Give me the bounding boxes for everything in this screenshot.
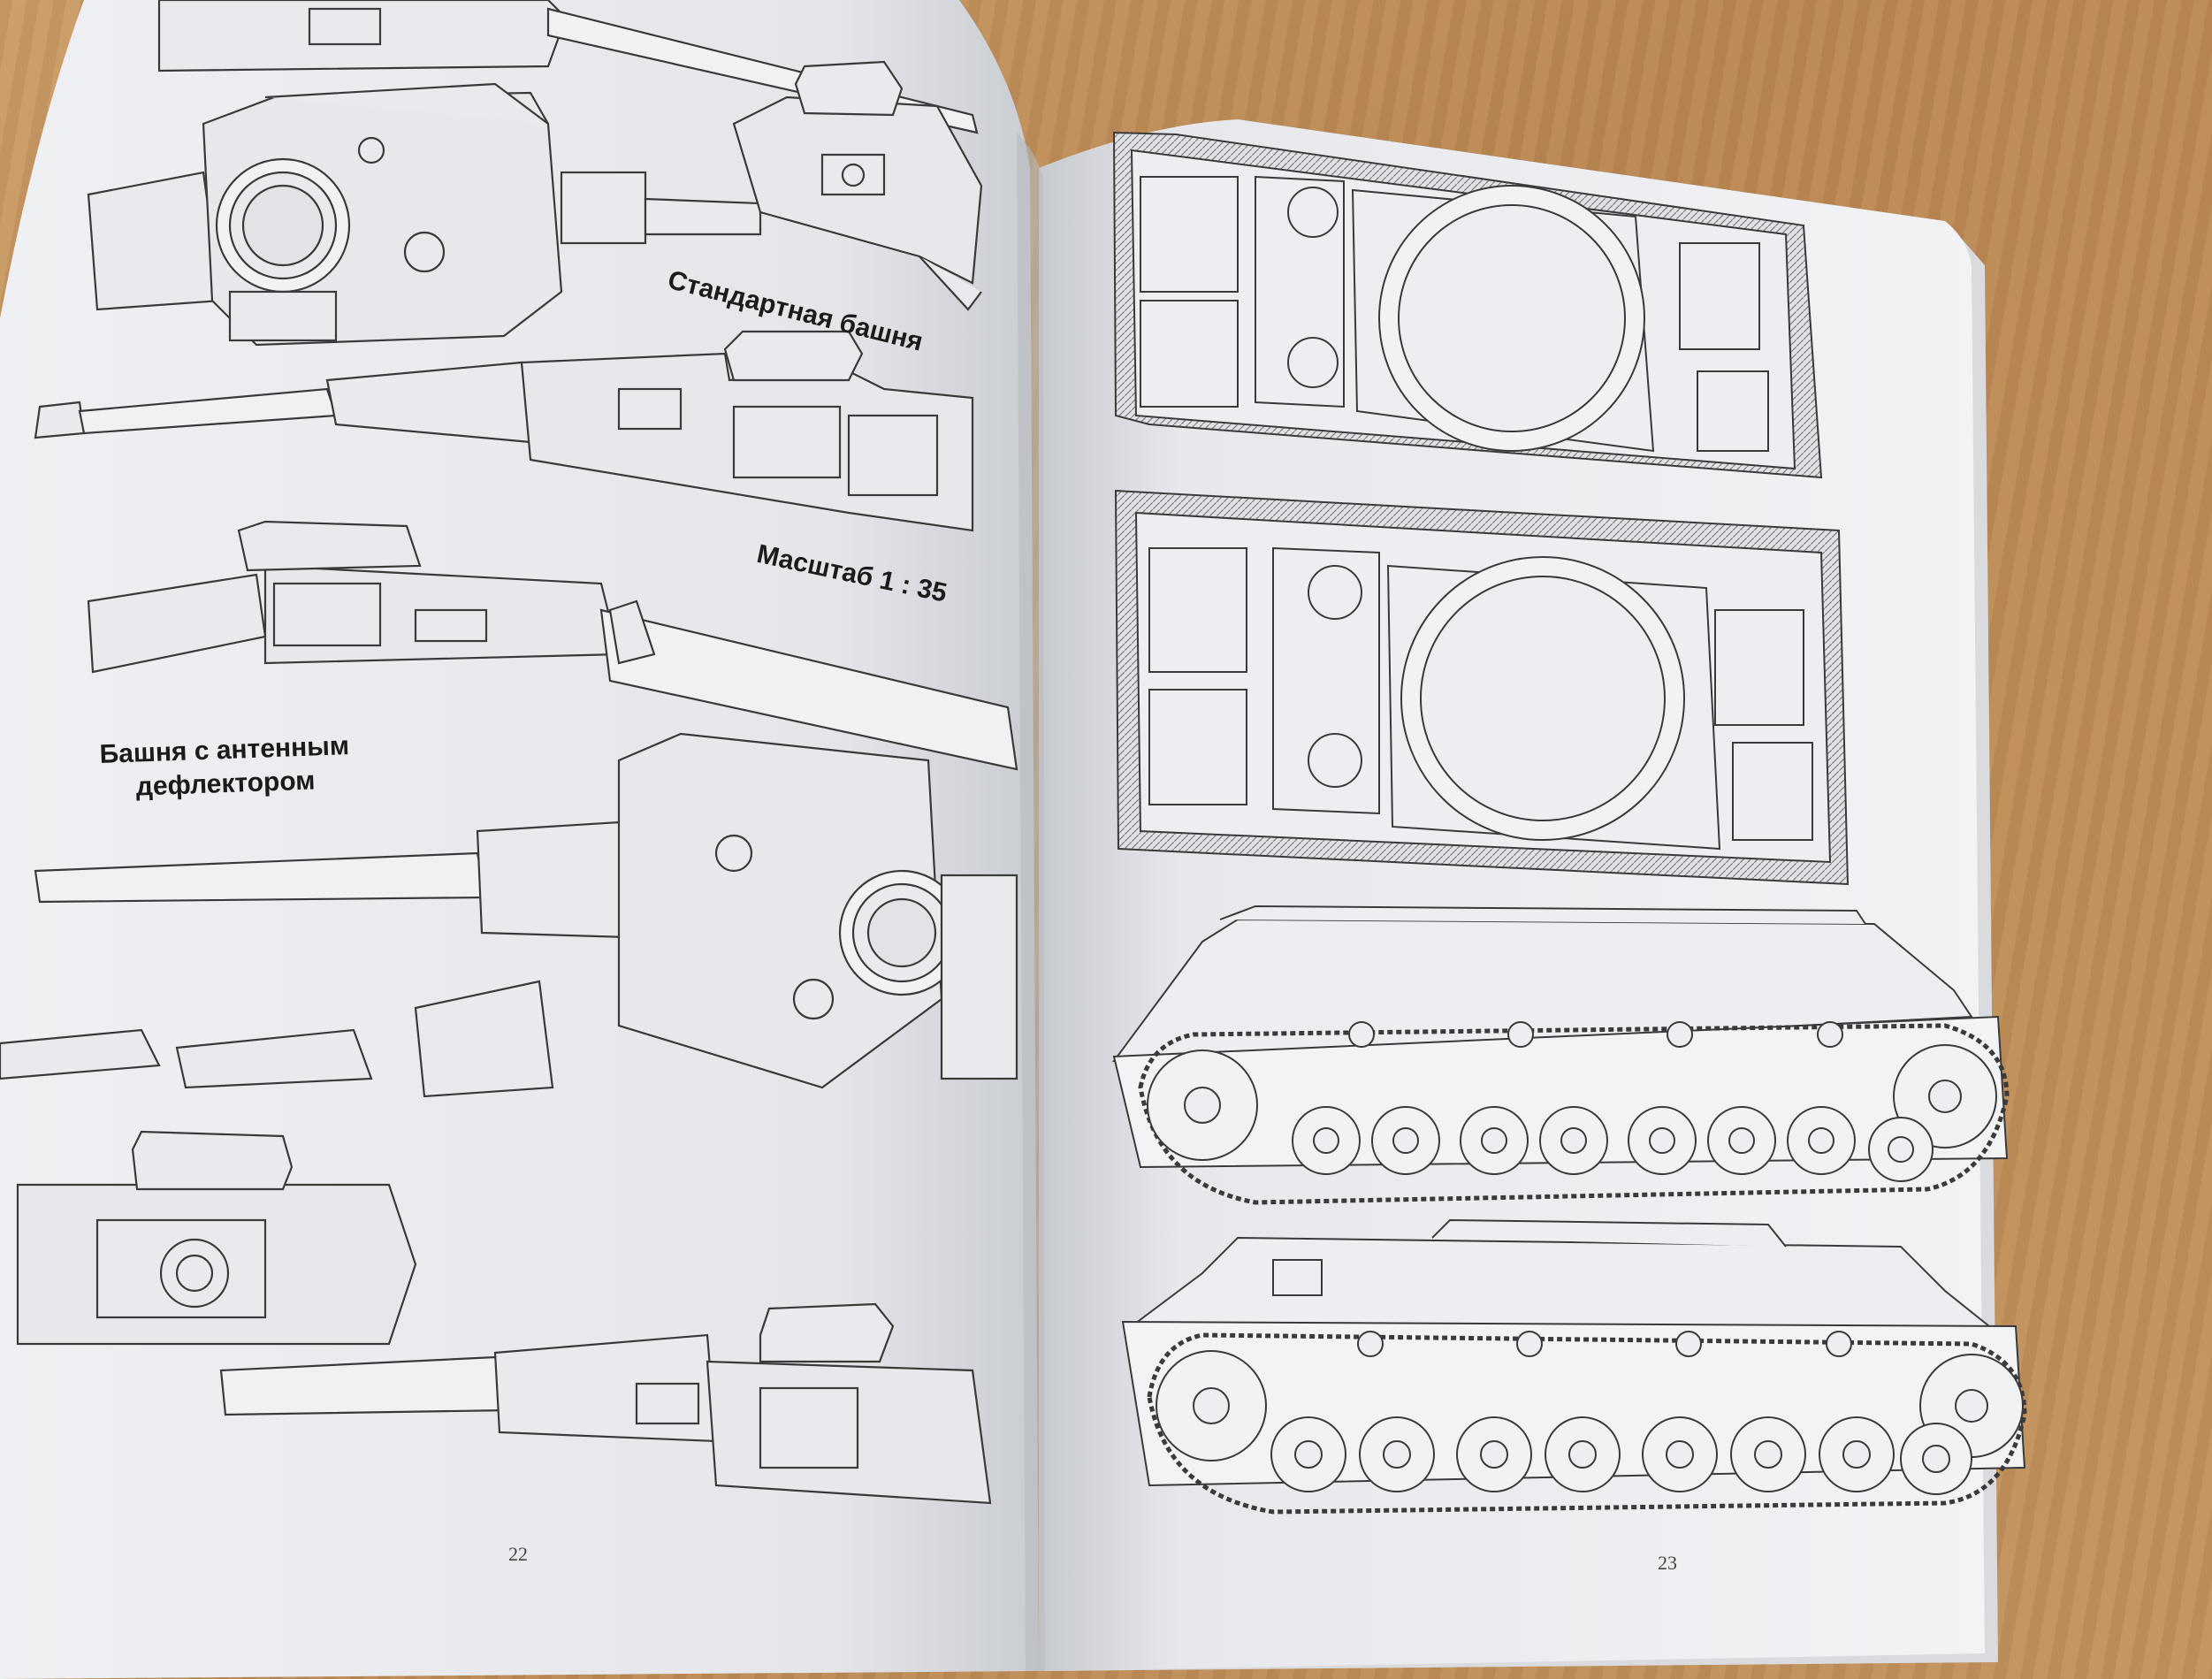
tank-turret-drawing-antenna-side	[87, 520, 1018, 771]
tank-side-view-drawing-2	[1121, 1218, 2027, 1515]
tank-turret-drawing-front-view	[732, 60, 983, 311]
tank-hull-top-view-drawing-1	[1112, 131, 1823, 479]
left-page-number: 22	[508, 1543, 528, 1565]
tank-side-view-drawing-1	[1111, 904, 2010, 1205]
left-page-drawings	[0, 0, 1018, 1505]
antenna-turret-label: Башня с антенным дефлектором	[99, 731, 350, 802]
book-gutter	[1017, 133, 1045, 1671]
right-page-number: 23	[1658, 1552, 1677, 1574]
tank-turret-drawing-rear-fragment	[0, 980, 554, 1098]
tank-turret-drawing-bottom-side	[219, 1302, 992, 1505]
tank-turret-drawing-rear-view	[16, 1130, 417, 1346]
tank-turret-drawing-standard-3d	[87, 82, 762, 347]
tank-turret-drawing-standard-side	[34, 330, 974, 532]
tank-hull-top-view-drawing-2	[1114, 489, 1850, 886]
tank-turret-drawing-antenna-3d	[34, 732, 1018, 1089]
right-page-drawings	[1111, 131, 2027, 1515]
